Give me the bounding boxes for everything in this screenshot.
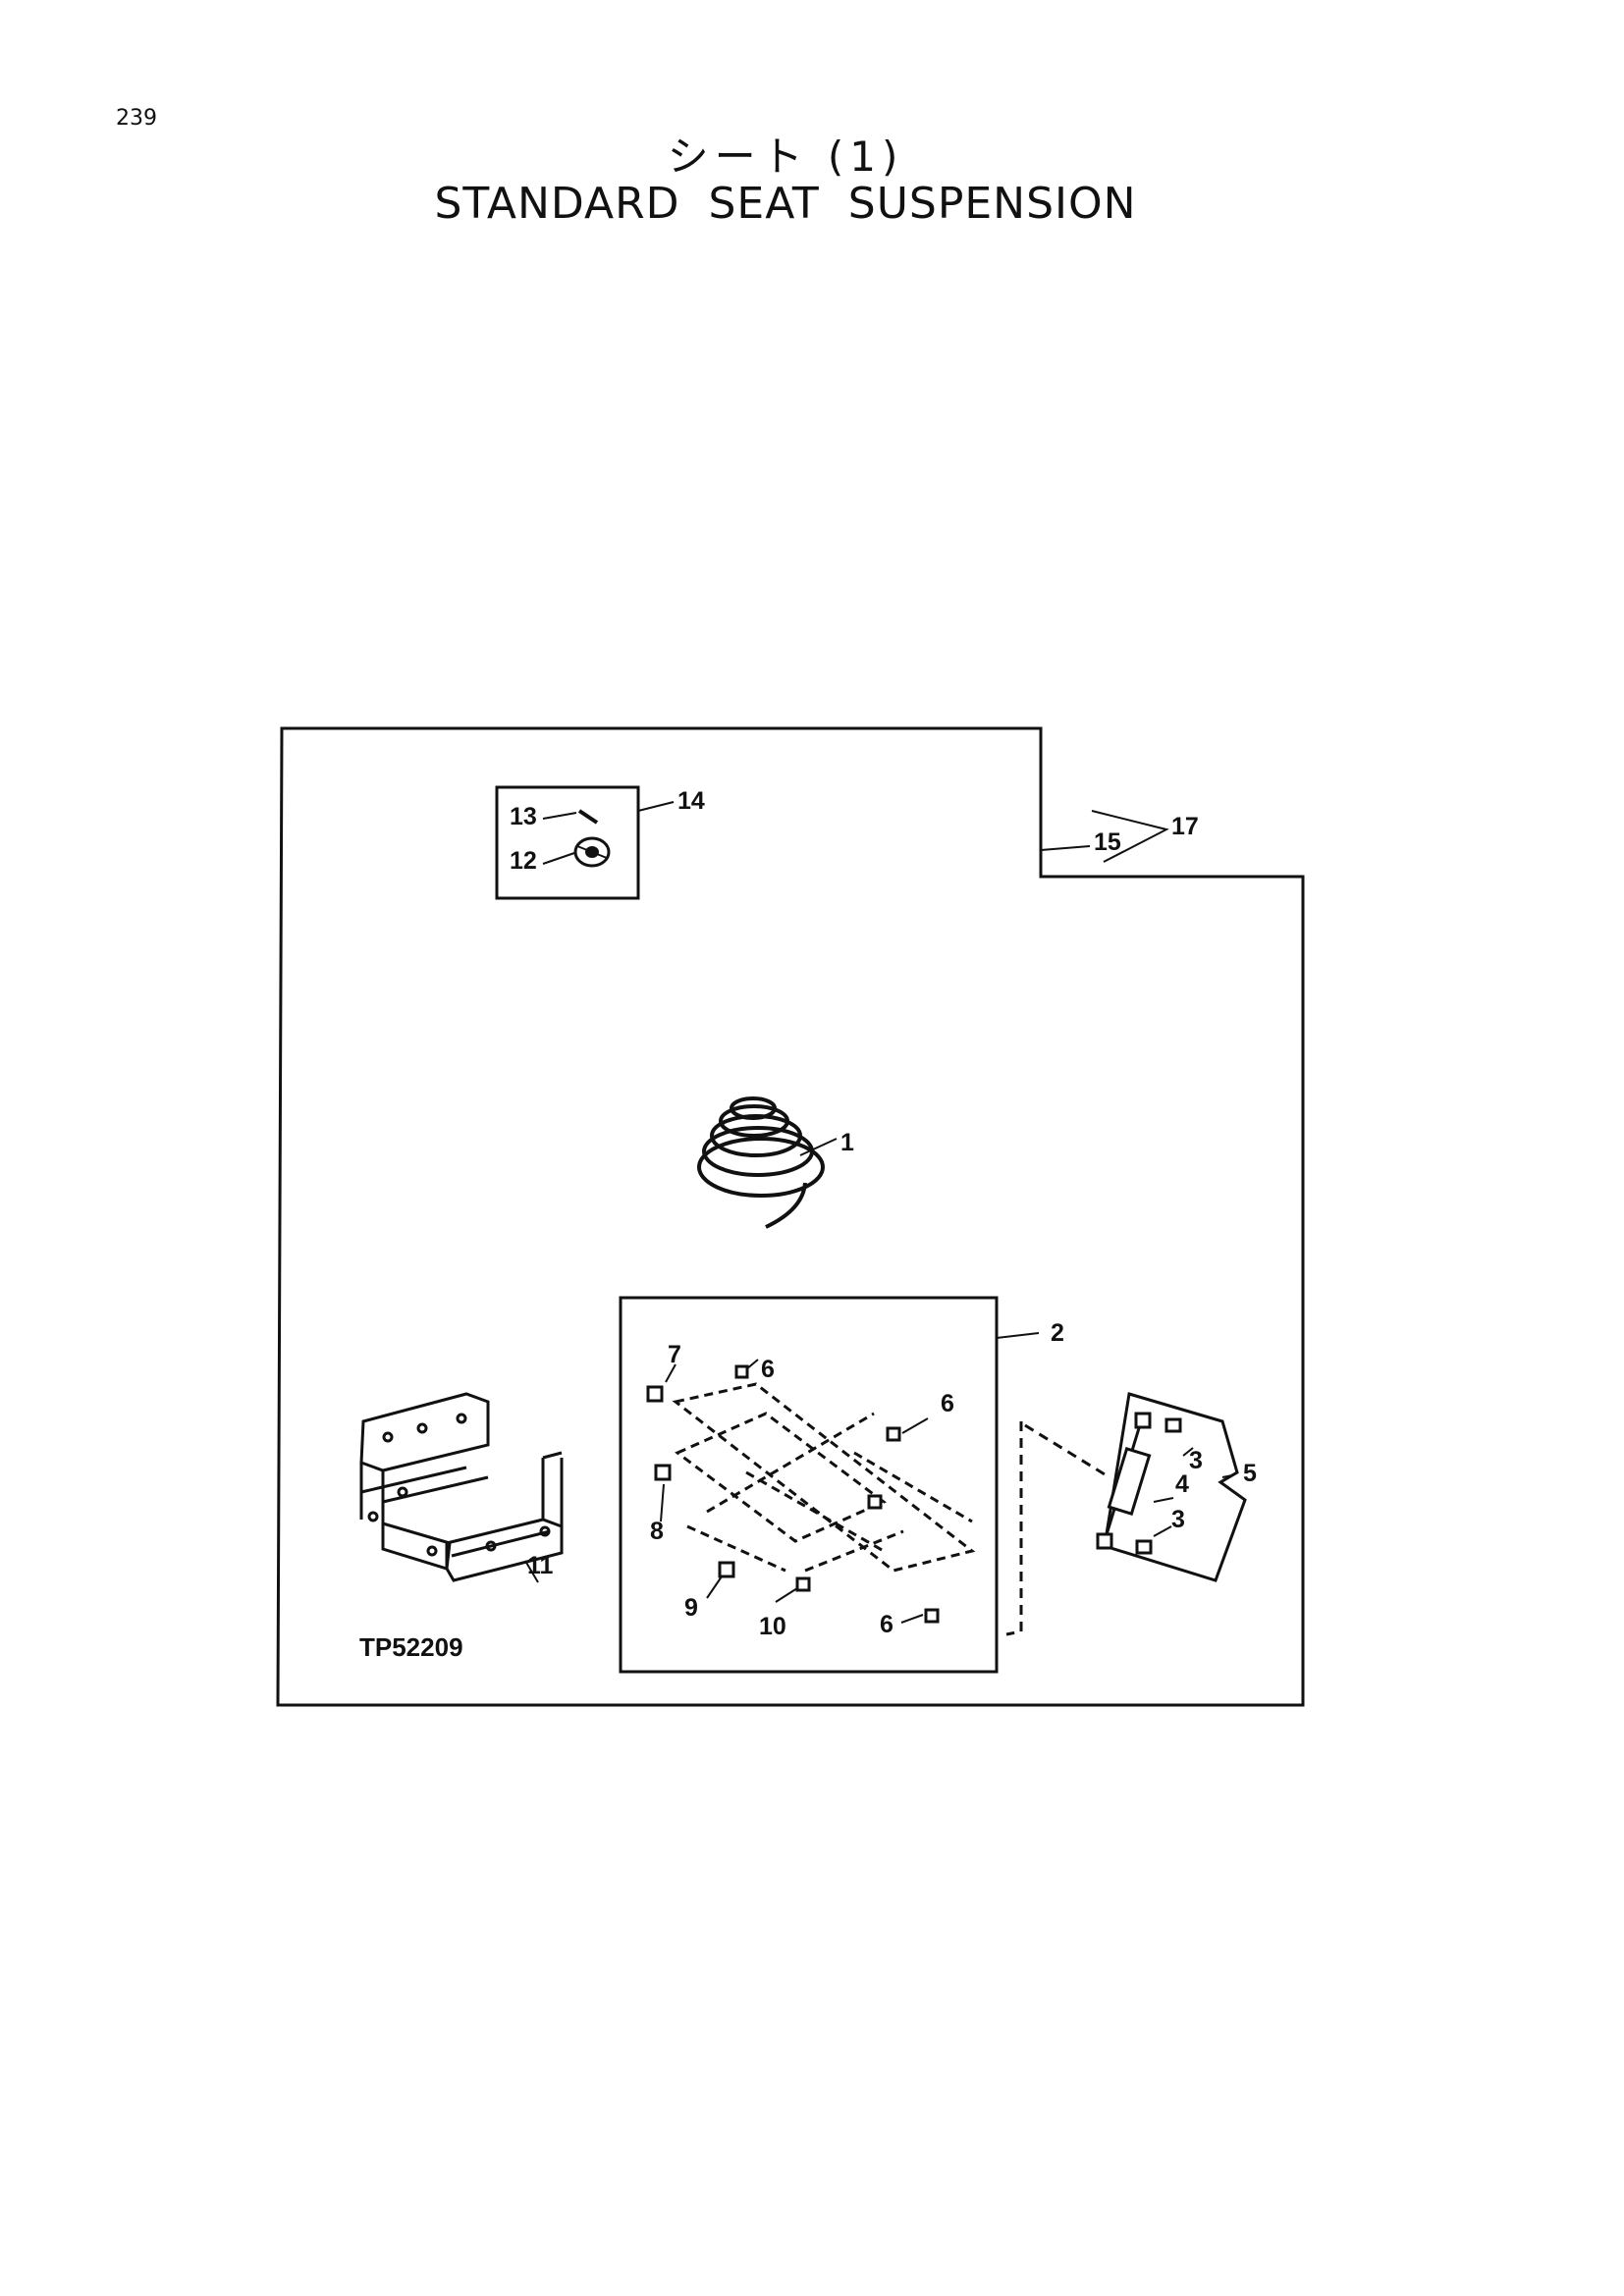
diagram-frame xyxy=(276,726,1305,1707)
callout-13: 13 xyxy=(510,803,537,830)
inset-box-14 xyxy=(495,785,640,900)
part-13-pin-icon xyxy=(577,809,599,825)
callout-8: 8 xyxy=(650,1518,664,1545)
callout-4: 4 xyxy=(1175,1470,1189,1498)
part-11-frame-icon xyxy=(359,1392,564,1583)
part-2-scissor-mechanism-icon xyxy=(672,1382,976,1573)
callout-9: 9 xyxy=(684,1594,698,1622)
callout-10: 10 xyxy=(759,1613,786,1640)
part-2-box xyxy=(619,1296,999,1674)
callout-6a: 6 xyxy=(761,1356,775,1383)
callout-17: 17 xyxy=(1171,813,1199,840)
callout-3b: 3 xyxy=(1171,1506,1185,1533)
callout-2: 2 xyxy=(1051,1319,1064,1347)
part-4-shock-absorber-icon xyxy=(1096,1412,1182,1555)
callout-5: 5 xyxy=(1243,1460,1257,1487)
page-title: STANDARD SEAT SUSPENSION xyxy=(434,179,1137,229)
callout-12: 12 xyxy=(510,847,537,875)
callout-3a: 3 xyxy=(1189,1447,1203,1474)
page-title-japanese: シート (1) xyxy=(667,133,904,181)
hardware-icons xyxy=(646,1364,940,1624)
page-number: 239 xyxy=(116,106,157,131)
part-5-bracket-icon xyxy=(1103,1392,1247,1582)
callout-11: 11 xyxy=(527,1552,554,1579)
callout-6b: 6 xyxy=(941,1390,954,1417)
callout-7: 7 xyxy=(668,1341,681,1368)
callout-15: 15 xyxy=(1094,828,1121,856)
callout-6c: 6 xyxy=(880,1611,893,1638)
part-1-bellows-icon xyxy=(697,1096,838,1229)
callout-1: 1 xyxy=(840,1129,854,1156)
figure-code: TP52209 xyxy=(359,1632,463,1662)
part-12-knob-icon xyxy=(573,836,611,868)
callout-14: 14 xyxy=(677,787,705,815)
